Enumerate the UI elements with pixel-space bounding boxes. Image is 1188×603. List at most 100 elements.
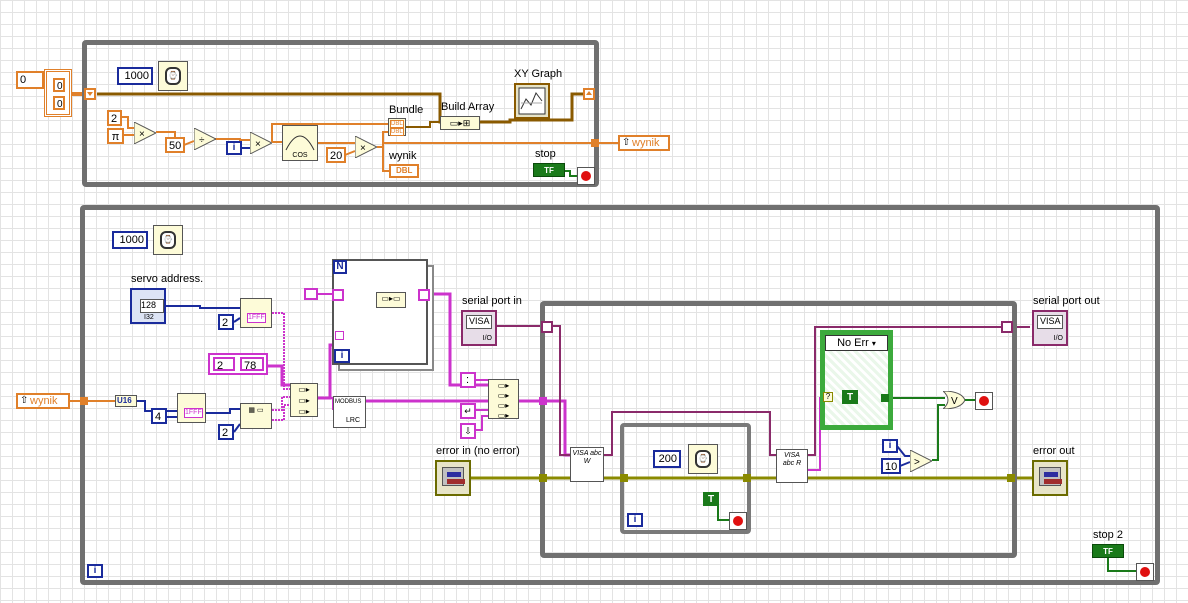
visa-read-node[interactable]: VISA abc R — [776, 449, 808, 483]
bottom-wait-timer-icon[interactable]: ⌚ — [153, 225, 183, 255]
colon-const[interactable]: : — [460, 372, 476, 388]
ten-wire — [899, 461, 911, 467]
wynik-local-variable-bottom[interactable]: ⇧ wynik — [16, 393, 70, 409]
hex-icon-1: 1FFF — [247, 313, 266, 323]
serial-port-out-label: serial port out — [1033, 295, 1100, 307]
const-two-b[interactable]: 2 — [218, 424, 234, 440]
multiply-node-2[interactable]: × — [250, 132, 272, 154]
const-two-a[interactable]: 2 — [218, 314, 234, 330]
visa-in-wire — [497, 325, 570, 456]
wynik-top-indicator[interactable]: DBL — [389, 164, 419, 178]
servo-address-control[interactable]: 128 I32 — [130, 288, 166, 324]
processing-while-loop — [540, 301, 1017, 558]
pink-array-constant[interactable]: 2 78 — [208, 353, 268, 375]
u16-convert-node[interactable]: U16 — [115, 395, 137, 407]
array-index-value-0: 0 — [53, 78, 65, 92]
servo-wire — [166, 305, 240, 309]
t-inner-wire — [717, 500, 729, 521]
div-out-wire — [214, 138, 250, 141]
inner-wait-const[interactable]: 200 — [653, 450, 681, 468]
greater-than-node[interactable]: > — [910, 450, 932, 472]
index-array-node[interactable] — [335, 331, 344, 340]
processing-right-shift-register[interactable] — [1001, 321, 1013, 333]
inner-true-const[interactable]: T — [703, 492, 719, 506]
inner-stop-condition-icon[interactable] — [729, 512, 747, 530]
divide-node[interactable]: ÷ — [194, 128, 216, 150]
or-node[interactable]: V — [943, 391, 965, 409]
error-out-indicator[interactable] — [1032, 460, 1068, 496]
serial-port-out-indicator[interactable]: VISA I/O — [1032, 310, 1068, 346]
wynik-dbl-label: DBL — [396, 166, 413, 175]
split-wire — [206, 408, 240, 414]
const-twenty[interactable]: 20 — [326, 147, 346, 163]
lrc-label: LRC — [346, 417, 361, 424]
case-dropdown-icon: ▾ — [871, 339, 876, 348]
for-loop-left-shift[interactable] — [332, 289, 344, 301]
serial-out-io-text: I/O — [1053, 335, 1063, 342]
error-in-control[interactable] — [435, 460, 471, 496]
visa-write-node[interactable]: VISA abc W — [570, 447, 604, 482]
carriage-return-const[interactable]: ↵ — [460, 403, 476, 419]
line-feed-const[interactable]: ⇩ — [460, 423, 476, 439]
bottom-wait-const[interactable]: 1000 — [112, 231, 148, 249]
for-loop-string-const[interactable] — [304, 288, 318, 300]
for-loop-concat-node[interactable]: ▭▸▭ — [376, 292, 406, 308]
top-iteration-terminal: i — [226, 141, 242, 155]
const-four[interactable]: 4 — [151, 408, 167, 424]
stop2-tf-terminal[interactable]: TF — [1092, 544, 1124, 558]
wait-ms-timer-icon[interactable]: ⌚ — [158, 61, 188, 91]
shift-register-init-const[interactable]: 0 — [16, 71, 44, 89]
case-selector[interactable]: No Err ▾ — [825, 335, 888, 351]
inner-visa-tunnel — [620, 474, 628, 482]
xy-graph-terminal[interactable] — [514, 83, 550, 119]
build-array-node[interactable]: ▭▸⊞ — [440, 116, 480, 130]
processing-stop-condition-icon[interactable] — [975, 392, 993, 410]
modbus-lrc-node[interactable]: MODBUS LRC — [333, 396, 366, 428]
pink-array-index: 2 — [213, 357, 235, 372]
visa-read-label: VISA abc R — [782, 452, 802, 467]
array-index-constant[interactable]: 0 0 — [44, 69, 72, 117]
multiply-node-1[interactable]: × — [134, 122, 156, 144]
multiply-node-3[interactable]: × — [355, 136, 377, 158]
serial-in-io-text: I/O — [482, 335, 492, 342]
cos-label: COS — [292, 152, 308, 159]
wynik-local-variable-top[interactable]: ⇧ wynik — [618, 135, 670, 151]
bottom-iteration-terminal: i — [87, 564, 103, 578]
const-ten[interactable]: 10 — [881, 458, 901, 474]
processing-left-shift-register[interactable] — [541, 321, 553, 333]
split-icon: ▦ ▭ — [248, 407, 264, 414]
xy-graph-label: XY Graph — [514, 68, 563, 80]
array-wire — [268, 364, 290, 387]
ramp-wire — [271, 123, 388, 142]
gt-in-wire — [896, 445, 910, 457]
for-loop — [332, 259, 428, 365]
const-two-top[interactable]: 2 — [107, 110, 122, 126]
stop2-label: stop 2 — [1093, 529, 1123, 541]
for-concat-icon: ▭▸▭ — [381, 294, 401, 303]
const-fifty[interactable]: 50 — [165, 137, 185, 153]
for-loop-right-shift[interactable] — [418, 289, 430, 301]
concatenate-strings-node[interactable]: ▭▸▭▸▭▸ — [290, 383, 318, 417]
pi-const[interactable]: π — [107, 128, 124, 144]
inner-wait-timer-icon[interactable]: ⌚ — [688, 444, 718, 474]
case-selector-value: No Err — [837, 337, 869, 349]
stop-condition-icon[interactable] — [577, 167, 595, 185]
top-wait-const[interactable]: 1000 — [117, 67, 153, 85]
inner-iteration-terminal: i — [627, 513, 643, 527]
num-to-hex-node-2[interactable]: 1FFF — [177, 393, 206, 423]
stop2-condition-icon[interactable] — [1136, 563, 1154, 581]
cosine-window-node[interactable]: COS — [282, 125, 318, 161]
wynik-tunnel — [591, 139, 599, 147]
visa-chain-wire — [604, 411, 776, 456]
stop-tf-terminal[interactable]: TF — [533, 163, 565, 177]
num-to-hex-node-1[interactable]: 1FFF — [240, 298, 272, 328]
message-tunnel — [539, 397, 547, 405]
bundle-out-wire — [406, 121, 440, 128]
serial-port-in-control[interactable]: VISA I/O — [461, 310, 497, 346]
svg-text:V: V — [951, 396, 958, 407]
hex1-wire — [272, 312, 290, 390]
bundle-node[interactable]: DBL DBL — [388, 118, 406, 136]
concatenate-message-node[interactable]: ▭▸▭▸▭▸▭▸ — [488, 379, 519, 419]
case-true-const[interactable]: T — [842, 390, 858, 404]
split-number-node[interactable]: ▦ ▭ — [240, 403, 272, 429]
